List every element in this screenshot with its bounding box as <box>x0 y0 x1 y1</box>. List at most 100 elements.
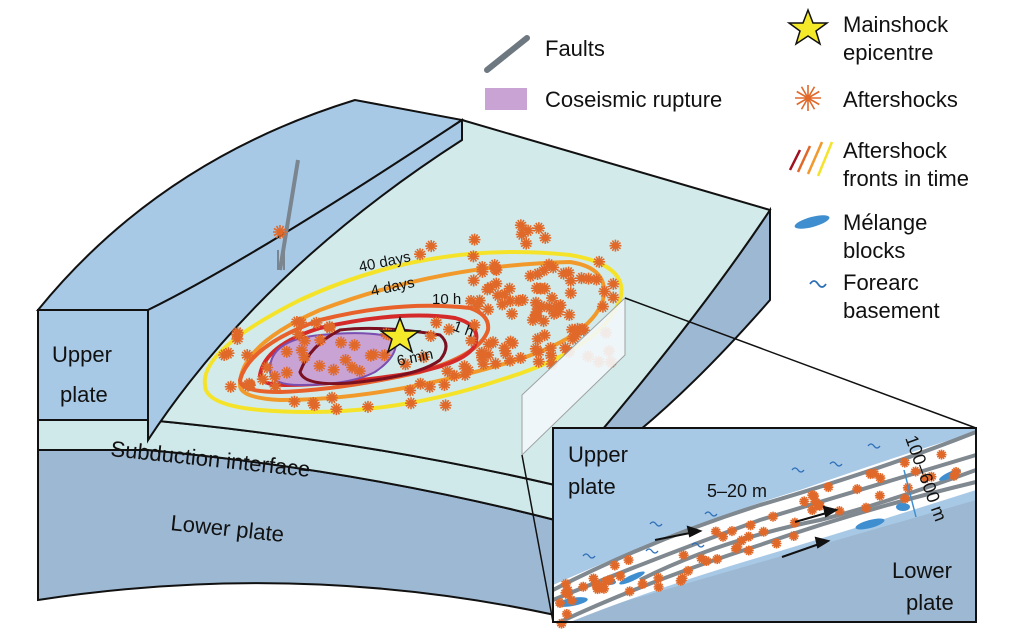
aftershock-marker <box>448 369 461 382</box>
aftershock-marker <box>900 493 911 504</box>
aftershock-marker <box>788 531 799 542</box>
aftershock-marker <box>743 545 754 556</box>
aftershock-marker <box>505 307 518 320</box>
aftershock-marker <box>269 380 282 393</box>
aftershock-marker <box>491 289 504 302</box>
aftershock-marker <box>607 277 620 290</box>
aftershock-marker <box>310 316 323 329</box>
aftershock-marker <box>560 578 571 589</box>
aftershock-marker <box>268 370 281 383</box>
aftershock-marker <box>532 346 545 359</box>
legend-aftershocks: Aftershocks <box>843 87 958 112</box>
aftershock-marker <box>529 296 542 309</box>
aftershock-marker <box>544 349 557 362</box>
aftershock-marker <box>653 572 664 583</box>
aftershock-marker <box>367 348 380 361</box>
aftershock-marker <box>593 255 606 268</box>
aftershock-marker <box>875 473 886 484</box>
melange-legend-icon <box>794 215 830 229</box>
aftershock-marker <box>562 584 573 595</box>
aftershock-marker <box>607 291 620 304</box>
aftershock-marker <box>231 332 244 345</box>
aftershock-marker <box>280 345 293 358</box>
aftershock-marker <box>535 300 548 313</box>
aftershock-marker <box>531 268 544 281</box>
upper-plate-wall <box>147 118 463 444</box>
aftershock-marker <box>544 342 557 355</box>
aftershock-marker <box>504 294 517 307</box>
aftershock-marker <box>465 334 478 347</box>
aftershock-marker <box>920 473 931 484</box>
aftershock-marker <box>323 321 336 334</box>
aftershock-marker <box>430 316 443 329</box>
aftershock-marker <box>601 576 612 587</box>
aftershock-marker <box>292 328 305 341</box>
aftershock-marker <box>799 496 810 507</box>
legend-mainshock-1: Mainshock <box>843 12 949 37</box>
aftershock-marker <box>557 267 570 280</box>
aftershock-marker <box>467 274 480 287</box>
aftershock-marker <box>609 239 622 252</box>
aftershock-marker <box>951 467 962 478</box>
aftershock-marker <box>712 554 723 565</box>
upper-plate-front <box>37 309 149 421</box>
aftershock-marker <box>414 377 427 390</box>
aftershock-marker <box>224 380 237 393</box>
forearc-basement-marks <box>582 443 881 559</box>
aftershock-marker <box>256 373 269 386</box>
aftershock-marker <box>910 466 921 477</box>
legend-fronts-1: Aftershock <box>843 138 948 163</box>
aftershock-marker <box>807 504 818 515</box>
aftershock-marker <box>476 265 489 278</box>
aftershock-marker <box>534 282 547 295</box>
aftershock-marker <box>543 258 556 271</box>
fault-slip-arrows <box>277 250 285 270</box>
legend-melange-1: Mélange <box>843 210 927 235</box>
aftershock-marker <box>280 366 293 379</box>
aftershock-marker <box>441 365 454 378</box>
aftershock-marker <box>482 348 495 361</box>
aftershock-marker <box>438 378 451 391</box>
aftershock-marker <box>399 358 412 371</box>
aftershock-marker <box>529 308 542 321</box>
aftershock-marker <box>475 347 488 360</box>
aftershock-marker <box>624 586 635 597</box>
aftershock-marker <box>861 502 872 513</box>
aftershock-marker <box>477 358 490 371</box>
aftershock-marker <box>489 357 502 370</box>
aftershock-marker <box>298 351 311 364</box>
aftershock-marker <box>243 377 256 390</box>
aftershock-marker <box>683 565 694 576</box>
aftershock-marker <box>768 511 779 522</box>
aftershock-marker <box>926 471 937 482</box>
aftershock-marker <box>564 274 577 287</box>
aftershock-marker <box>439 399 452 412</box>
aftershock-marker <box>810 496 821 507</box>
aftershock-legend-icon <box>795 85 821 111</box>
aftershock-marker <box>231 326 244 339</box>
upper-plate-label-2: plate <box>60 382 108 407</box>
aftershock-marker <box>218 349 231 362</box>
aftershock-marker <box>514 219 527 232</box>
aftershock-marker <box>592 584 603 595</box>
aftershock-marker <box>543 301 556 314</box>
cross-section-plane <box>521 296 626 457</box>
aftershock-marker <box>425 240 438 253</box>
aftershock-marker <box>335 336 348 349</box>
aftershock-marker <box>531 332 544 345</box>
aftershock-marker <box>710 526 721 537</box>
aftershock-cloud <box>218 219 622 416</box>
aftershock-marker <box>736 535 747 546</box>
aftershock-marker <box>575 272 588 285</box>
aftershock-marker <box>823 482 834 493</box>
aftershock-marker <box>467 250 480 263</box>
aftershock-marker <box>327 363 340 376</box>
aftershock-marker <box>582 272 595 285</box>
aftershock-marker <box>730 543 741 554</box>
aftershock-marker <box>552 305 565 318</box>
aftershock-marker <box>598 285 611 298</box>
aftershock-marker <box>503 282 516 295</box>
aftershock-marker <box>597 582 608 593</box>
aftershock-marker <box>424 330 437 343</box>
aftershock-marker <box>520 237 533 250</box>
